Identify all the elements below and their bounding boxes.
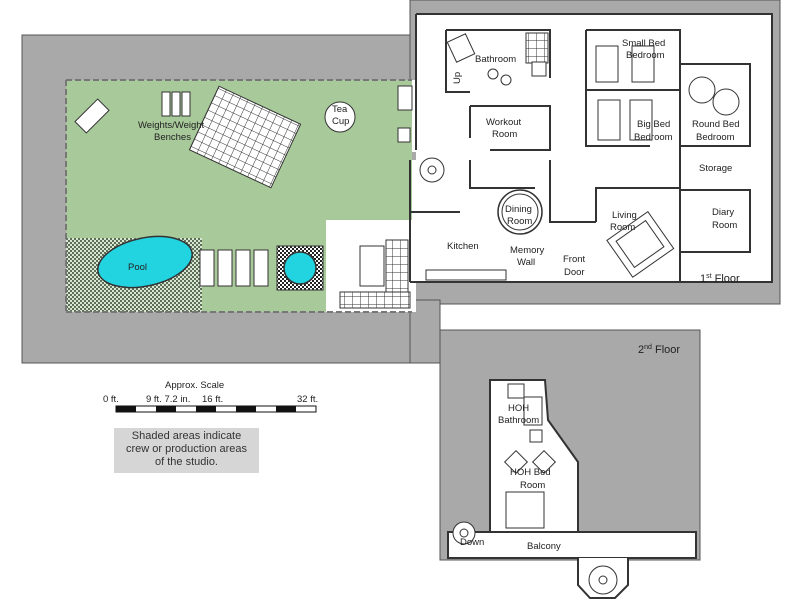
scale-tick-1: 9 ft. 7.2 in. <box>146 394 190 405</box>
hot-tub <box>276 245 324 291</box>
label-front-1: Front <box>563 254 586 265</box>
garden-fence <box>65 79 412 313</box>
pool-loungers <box>199 249 269 287</box>
label-diary-1: Diary <box>712 207 734 218</box>
room-labels: Bathroom Up Small Bed Bedroom Big Bed Be… <box>128 38 740 552</box>
dining-table <box>497 189 543 235</box>
scale-title: Approx. Scale <box>165 380 224 391</box>
balcony-area <box>447 531 697 559</box>
balcony-spiral <box>588 565 618 595</box>
legend-note-line-3: of the studio. <box>155 456 218 468</box>
label-memory-2: Wall <box>517 257 535 268</box>
label-weights-1: Weights/Weight <box>138 120 205 131</box>
label-kitchen: Kitchen <box>447 241 479 252</box>
scale-labels: Approx. Scale 0 ft. 9 ft. 7.2 in. 16 ft.… <box>103 380 318 405</box>
label-big-bed-1: Big Bed <box>637 119 670 130</box>
label-big-bed-2: Bedroom <box>634 132 673 143</box>
label-bathroom: Bathroom <box>475 54 516 65</box>
label-balcony: Balcony <box>527 541 561 552</box>
label-first-floor: 1st Floor <box>700 273 740 285</box>
legend-note-line-2: crew or production areas <box>125 443 248 455</box>
label-workout-1: Workout <box>486 117 522 128</box>
label-small-bed-2: Bedroom <box>626 50 665 61</box>
hoh-furniture <box>503 383 557 529</box>
bathroom-fixtures <box>446 32 549 86</box>
label-second-floor: 2nd Floor <box>638 344 680 356</box>
label-living-2: Room <box>610 222 635 233</box>
living-sofa <box>606 210 675 278</box>
label-round-bed-1: Round Bed <box>692 119 740 130</box>
label-hoh-bed-1: HOH Bed <box>510 467 551 478</box>
garden-furniture <box>74 85 413 189</box>
spiral-stair-first <box>419 157 445 183</box>
label-up: Up <box>452 72 463 84</box>
label-tea-2: Cup <box>332 116 349 127</box>
legend-note-line-1: Shaded areas indicate <box>131 430 242 442</box>
label-round-bed-2: Bedroom <box>696 132 735 143</box>
label-tea-1: Tea <box>332 104 348 115</box>
label-front-2: Door <box>564 267 585 278</box>
kitchen-counters <box>339 239 507 309</box>
scale-tick-3: 32 ft. <box>297 394 318 405</box>
pool <box>97 235 193 289</box>
label-living-1: Living <box>612 210 637 221</box>
label-hoh-bath-2: Bathroom <box>498 415 539 426</box>
label-small-bed-1: Small Bed <box>622 38 665 49</box>
scale-tick-0: 0 ft. <box>103 394 119 405</box>
label-hoh-bed-2: Room <box>520 480 545 491</box>
label-pool: Pool <box>128 262 147 273</box>
label-weights-2: Benches <box>154 132 191 143</box>
label-workout-2: Room <box>492 129 517 140</box>
label-dining-1: Dining <box>505 204 532 215</box>
legend-note: Shaded areas indicate crew or production… <box>114 428 259 473</box>
label-memory-1: Memory <box>510 245 545 256</box>
label-diary-2: Room <box>712 220 737 231</box>
label-storage: Storage <box>699 163 732 174</box>
label-dining-2: Room <box>507 216 532 227</box>
label-down: Down <box>460 537 484 548</box>
scale-bar <box>115 405 317 413</box>
label-hoh-bath-1: HOH <box>508 403 529 414</box>
walls <box>409 13 773 283</box>
scale-tick-2: 16 ft. <box>202 394 223 405</box>
spiral-stair-second <box>452 521 476 545</box>
bedroom-furniture <box>595 45 740 141</box>
